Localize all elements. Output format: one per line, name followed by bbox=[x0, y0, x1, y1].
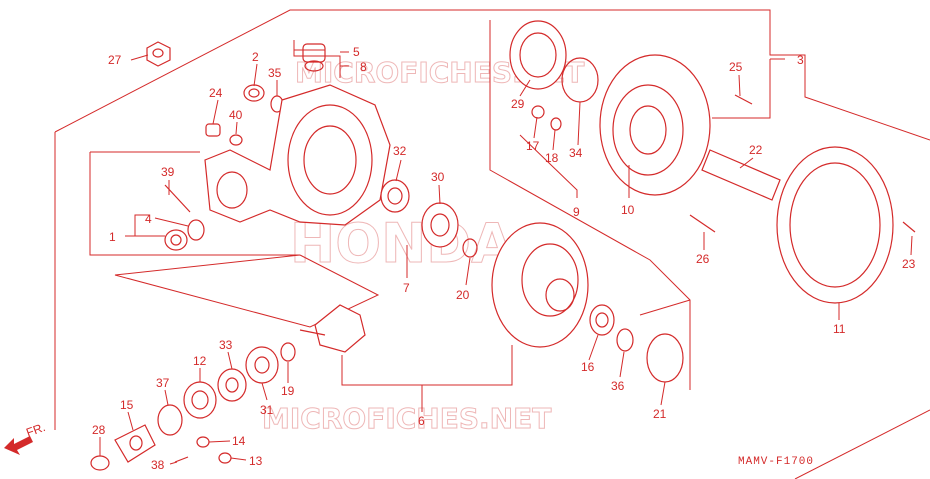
callout-38: 38 bbox=[151, 458, 165, 472]
group-box-ring bbox=[489, 20, 691, 390]
callout-3: 3 bbox=[797, 53, 804, 67]
part-26-bolt[interactable] bbox=[689, 214, 716, 233]
callout-12: 12 bbox=[193, 354, 207, 368]
callout-36: 36 bbox=[611, 379, 625, 393]
callout-34: 34 bbox=[569, 146, 583, 160]
part-24-plug[interactable] bbox=[205, 123, 221, 137]
callout-24: 24 bbox=[209, 86, 223, 100]
callout-22: 22 bbox=[749, 143, 763, 157]
part-pinion-gear[interactable] bbox=[299, 304, 366, 353]
part-23-bolt[interactable] bbox=[902, 221, 916, 233]
callout-16: 16 bbox=[581, 360, 595, 374]
callout-28: 28 bbox=[92, 423, 106, 437]
group-box-ring-b bbox=[639, 299, 691, 316]
callout-14: 14 bbox=[232, 434, 246, 448]
part-5-breather[interactable] bbox=[302, 43, 326, 72]
part-housing-left[interactable] bbox=[204, 84, 391, 226]
leader-lines bbox=[99, 40, 913, 465]
part-32-bearing[interactable] bbox=[380, 179, 410, 213]
watermark-bottom: MICROFICHES.NET bbox=[262, 402, 551, 435]
callout-13: 13 bbox=[249, 454, 263, 468]
callout-19: 19 bbox=[281, 384, 295, 398]
part-11-ring[interactable] bbox=[776, 146, 894, 304]
callout-23: 23 bbox=[902, 257, 916, 271]
callout-10: 10 bbox=[621, 203, 635, 217]
frame-outline bbox=[54, 9, 930, 141]
part-28-bearing[interactable] bbox=[90, 455, 110, 471]
callout-32: 32 bbox=[393, 144, 407, 158]
callout-40: 40 bbox=[229, 108, 243, 122]
callout-29: 29 bbox=[511, 97, 525, 111]
callout-labels: 27 2 35 24 40 5 8 39 4 1 32 30 7 20 3 25… bbox=[92, 45, 916, 472]
callout-27: 27 bbox=[108, 53, 122, 67]
part-36-oring[interactable] bbox=[616, 328, 634, 352]
part-37-oring[interactable] bbox=[157, 404, 183, 436]
callout-8: 8 bbox=[360, 60, 367, 74]
callout-2: 2 bbox=[252, 50, 259, 64]
callout-21: 21 bbox=[653, 407, 667, 421]
callout-9: 9 bbox=[573, 205, 580, 219]
diagram-code: MAMV-F1700 bbox=[738, 456, 814, 468]
part-33-bearing[interactable] bbox=[217, 368, 247, 402]
part-21-circlip[interactable] bbox=[646, 333, 684, 383]
group-box-left-edge bbox=[89, 152, 300, 256]
callout-11: 11 bbox=[833, 322, 846, 336]
part-22-pin[interactable] bbox=[701, 149, 781, 201]
part-2-cap[interactable] bbox=[243, 84, 265, 102]
part-17-washer[interactable] bbox=[531, 105, 545, 119]
part-29-seal[interactable] bbox=[509, 20, 567, 90]
part-40-washer[interactable] bbox=[229, 134, 243, 146]
part-27-nut[interactable] bbox=[146, 41, 171, 67]
part-38-screw[interactable] bbox=[174, 456, 189, 463]
front-label: FR. bbox=[24, 420, 47, 440]
group-box-pinion bbox=[114, 254, 380, 328]
part-20-shim[interactable] bbox=[462, 238, 478, 258]
part-14-clip[interactable] bbox=[196, 436, 210, 448]
callout-6: 6 bbox=[418, 414, 425, 428]
callout-7: 7 bbox=[403, 281, 410, 295]
callout-35: 35 bbox=[268, 66, 282, 80]
callout-31: 31 bbox=[260, 403, 274, 417]
callout-18: 18 bbox=[545, 151, 559, 165]
frame-bottom-right bbox=[794, 409, 930, 479]
part-13-bolt[interactable] bbox=[218, 452, 232, 464]
part-12-nut[interactable] bbox=[183, 381, 217, 419]
part-4-seal[interactable] bbox=[187, 219, 205, 241]
callout-15: 15 bbox=[120, 398, 134, 412]
callout-26: 26 bbox=[696, 252, 710, 266]
part-19-shim[interactable] bbox=[280, 342, 296, 362]
callout-17: 17 bbox=[526, 139, 540, 153]
part-18-oring[interactable] bbox=[550, 117, 562, 131]
part-ring-gear[interactable] bbox=[491, 222, 589, 348]
callout-33: 33 bbox=[219, 338, 233, 352]
callout-1: 1 bbox=[109, 230, 116, 244]
part-31-bearing[interactable] bbox=[245, 346, 279, 384]
callout-39: 39 bbox=[161, 165, 175, 179]
front-arrow-icon: FR. bbox=[4, 420, 47, 455]
callout-37: 37 bbox=[156, 376, 170, 390]
part-cover[interactable] bbox=[599, 54, 711, 196]
callout-5: 5 bbox=[353, 45, 360, 59]
callout-25: 25 bbox=[729, 60, 743, 74]
callout-20: 20 bbox=[456, 288, 470, 302]
part-16-bearing[interactable] bbox=[589, 304, 615, 336]
part-15-coupling[interactable] bbox=[114, 424, 156, 463]
part-25-bolt[interactable] bbox=[734, 94, 753, 105]
part-1-bearing[interactable] bbox=[164, 229, 188, 251]
callout-30: 30 bbox=[431, 170, 445, 184]
callout-4: 4 bbox=[145, 212, 152, 226]
part-30-bearing[interactable] bbox=[421, 202, 459, 248]
